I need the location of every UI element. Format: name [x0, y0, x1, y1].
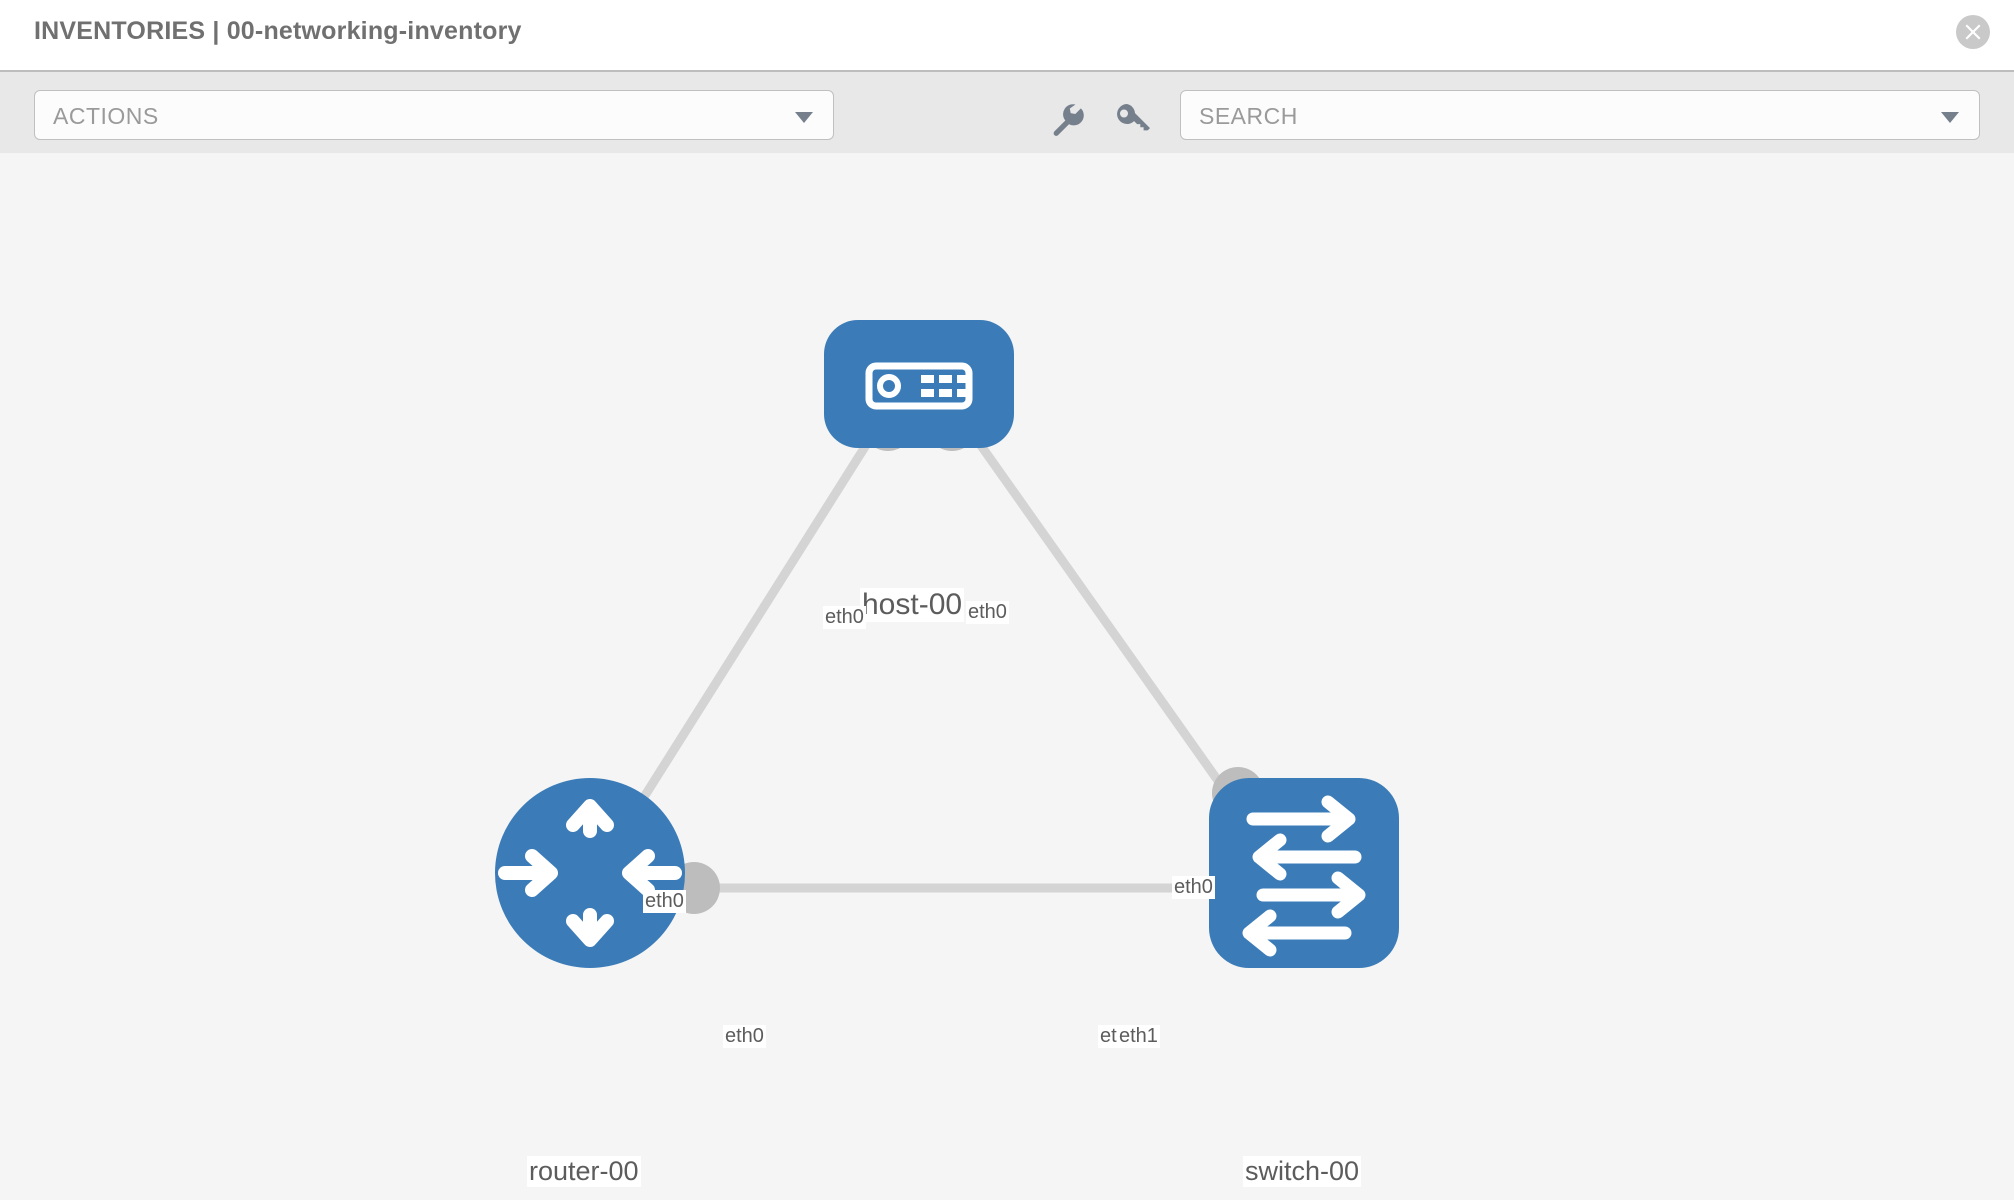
topology-canvas[interactable]: host-00 router-00 switch-00 eth0 eth0 et…	[0, 153, 2014, 1200]
close-icon[interactable]	[1956, 15, 1990, 49]
link-host-switch[interactable]	[961, 420, 1259, 836]
port-label-router-eth0: eth0	[723, 1025, 766, 1048]
window-header: INVENTORIES | 00-networking-inventory	[0, 0, 2014, 70]
page-title: INVENTORIES | 00-networking-inventory	[34, 17, 522, 45]
port-label-switch-link-eth0: eth0	[1172, 876, 1215, 899]
wrench-icon[interactable]	[1045, 98, 1085, 138]
port-label-switch-eth1: eth1	[1117, 1025, 1160, 1048]
node-switch-00[interactable]	[1209, 778, 1399, 968]
topology-links	[611, 420, 1259, 893]
toolbar: ACTIONS SEARCH	[0, 70, 2014, 153]
chevron-down-icon	[795, 112, 813, 123]
actions-dropdown[interactable]: ACTIONS	[34, 90, 834, 140]
chevron-down-icon[interactable]	[1941, 112, 1959, 123]
port-label-host-eth0-right: eth0	[966, 601, 1009, 624]
port-label-router-link-eth0: eth0	[643, 890, 686, 913]
topology-graph	[495, 320, 1399, 968]
port-label-host-eth0-left: eth0	[823, 606, 866, 629]
node-label-switch-00: switch-00	[1243, 1156, 1362, 1187]
search-input[interactable]: SEARCH	[1180, 90, 1980, 140]
node-label-host-00: host-00	[860, 588, 965, 622]
topology-ports	[668, 399, 1264, 914]
key-icon[interactable]	[1112, 98, 1152, 138]
node-label-router-00: router-00	[527, 1156, 641, 1187]
node-router-00[interactable]	[495, 778, 685, 968]
search-placeholder: SEARCH	[1199, 103, 1298, 129]
actions-dropdown-label: ACTIONS	[53, 103, 159, 129]
link-host-router[interactable]	[611, 420, 884, 846]
node-host-00[interactable]	[824, 320, 1014, 448]
